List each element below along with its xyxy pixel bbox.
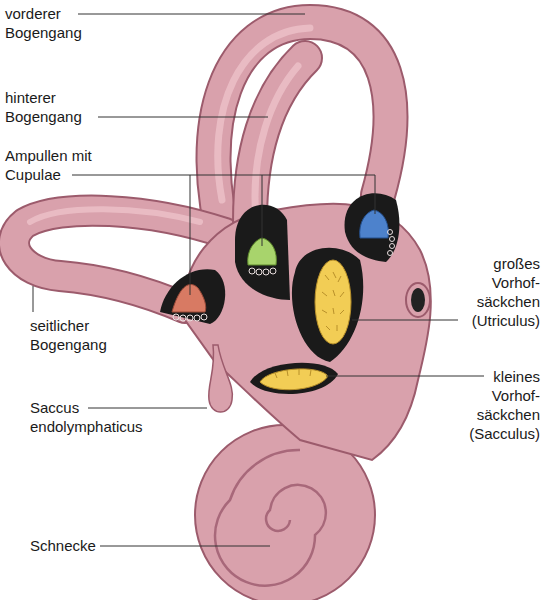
- part-label: kleines Vorhof- säckchen (Sacculus): [450, 367, 540, 443]
- part-label: großes Vorhof- säckchen (Utriculus): [450, 254, 540, 330]
- part-label: Saccus endolymphaticus: [30, 398, 165, 436]
- part-label: Schnecke: [30, 536, 150, 555]
- part-label: seitlicher Bogengang: [30, 316, 135, 354]
- part-label: vorderer Bogengang: [5, 4, 110, 42]
- part-label: Ampullen mit Cupulae: [5, 146, 115, 184]
- part-label: hinterer Bogengang: [5, 88, 110, 126]
